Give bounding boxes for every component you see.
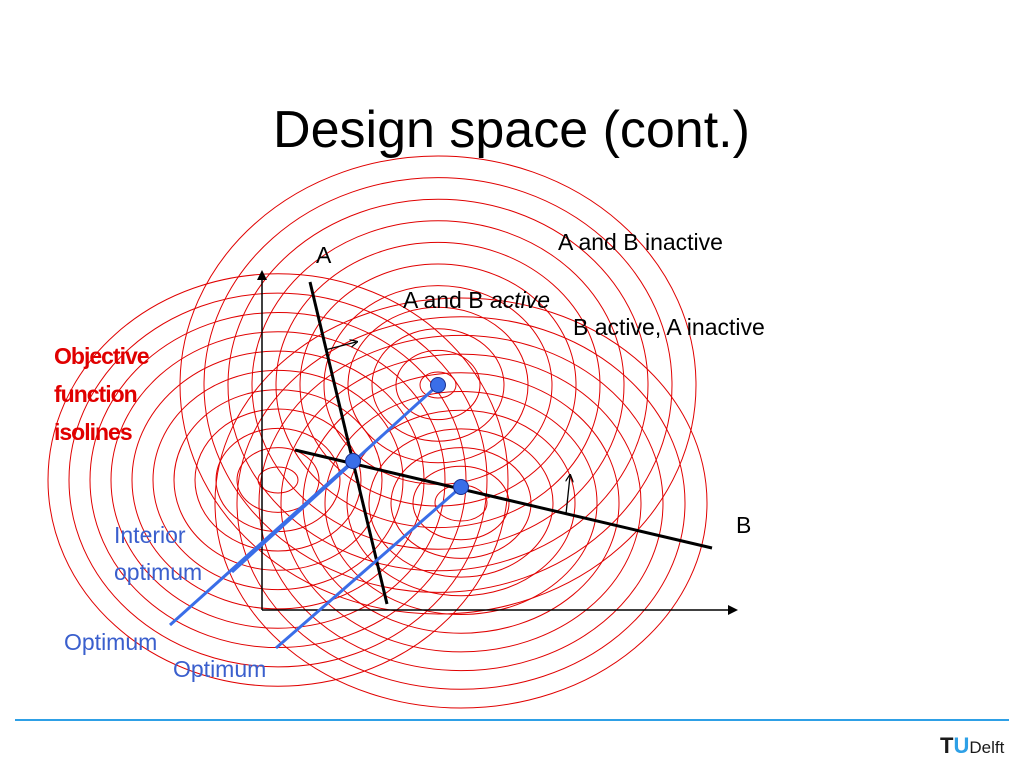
optimum-point-b-active	[453, 479, 469, 495]
isoline-ellipse	[227, 198, 649, 572]
optimum-point-unconstrained	[430, 377, 446, 393]
isoline-ellipse	[203, 177, 673, 593]
isoline-ellipse	[419, 371, 457, 399]
slide-title: Design space (cont.)	[273, 101, 750, 159]
isoline-ellipse	[395, 349, 481, 421]
isoline-family-left	[47, 273, 509, 687]
isoline-ellipse	[390, 447, 532, 559]
label-optimum-2: Optimum	[173, 656, 267, 682]
isoline-ellipse	[302, 372, 620, 634]
label-objective-line1: Objective	[54, 343, 150, 369]
isoline-ellipse	[371, 328, 505, 442]
label-ab-active: A and B active	[403, 287, 550, 313]
optimum-point-ab-active	[345, 453, 361, 469]
isoline-ellipse	[251, 220, 625, 550]
constraint-b-direction-arrow	[565, 476, 570, 515]
label-interior-line2: optimum	[114, 559, 203, 585]
isoline-ellipse	[275, 241, 601, 529]
isoline-ellipse	[257, 466, 299, 494]
isoline-ellipse	[412, 465, 510, 541]
tudelft-logo: TUDelft	[940, 733, 1004, 759]
isoline-ellipse	[110, 331, 446, 629]
label-objective-line3: isolines	[54, 419, 133, 445]
isoline-ellipse	[173, 389, 383, 571]
label-objective-line2: function	[54, 381, 138, 407]
logo-delft: Delft	[969, 738, 1005, 757]
label-interior-line1: Interior	[114, 522, 186, 548]
label-b-active-a-inactive: B active, A inactive	[573, 314, 765, 340]
label-optimum-1: Optimum	[64, 629, 158, 655]
pointer-line-optimum-1	[168, 459, 355, 627]
constraint-a-direction-arrow	[324, 342, 356, 351]
constraint-a-line	[308, 281, 389, 605]
isoline-ellipse	[215, 427, 341, 533]
isoline-ellipse	[324, 391, 598, 615]
label-ab-inactive: A and B inactive	[558, 229, 723, 255]
logo-u: U	[953, 733, 970, 758]
label-constraint-b: B	[736, 512, 752, 538]
isoline-family-right	[214, 297, 708, 709]
isoline-ellipse	[368, 428, 554, 578]
constraint-b-line	[294, 448, 713, 550]
isoline-ellipse	[194, 408, 362, 552]
isoline-ellipse	[346, 409, 576, 597]
isoline-ellipse	[68, 292, 488, 668]
isoline-ellipse	[280, 353, 642, 653]
isoline-ellipse	[236, 447, 320, 513]
label-ab-active-emph: active	[489, 287, 551, 313]
isoline-ellipse	[236, 316, 686, 690]
label-ab-active-prefix: A and B	[403, 287, 490, 313]
isoline-ellipse	[152, 369, 404, 591]
footer-divider	[15, 719, 1009, 721]
isoline-ellipse	[214, 297, 708, 709]
isoline-ellipse	[258, 334, 664, 672]
logo-t: T	[940, 733, 954, 758]
pointer-line-optimum-2	[275, 485, 462, 650]
label-constraint-a: A	[316, 242, 332, 268]
isoline-ellipse	[47, 273, 509, 687]
